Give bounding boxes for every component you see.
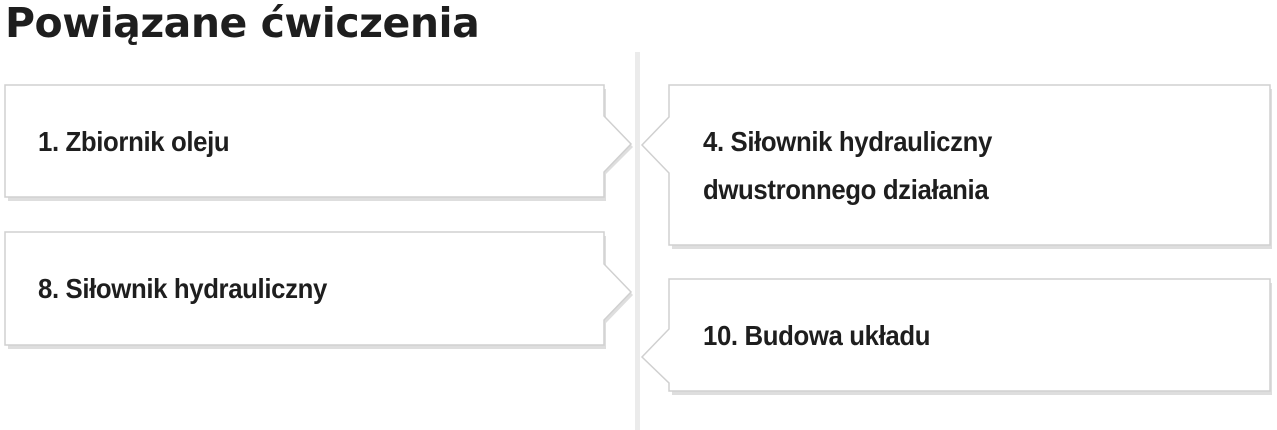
- exercise-label: 1. Zbiornik oleju: [38, 126, 230, 157]
- section-title: Powiązane ćwiczenia: [5, 0, 480, 47]
- exercise-card-10[interactable]: 10. Budowa układu: [637, 274, 1277, 399]
- exercise-card-4[interactable]: 4. Siłownik hydrauliczny dwustronnego dz…: [637, 80, 1277, 252]
- exercise-card-8[interactable]: 8. Siłownik hydrauliczny: [0, 227, 640, 352]
- card-arrow-left-shape: [640, 84, 1272, 249]
- exercise-label-line2: dwustronnego działania: [703, 174, 989, 205]
- exercise-card-1[interactable]: 1. Zbiornik oleju: [0, 80, 640, 205]
- exercise-label-line1: 4. Siłownik hydrauliczny: [703, 126, 992, 157]
- exercise-label: 8. Siłownik hydrauliczny: [38, 273, 327, 304]
- exercise-label: 10. Budowa układu: [703, 320, 931, 351]
- timeline-divider: [635, 52, 640, 430]
- card-arrow-left-shape: [640, 278, 1272, 395]
- card-arrow-right-shape: [4, 231, 633, 349]
- card-arrow-right-shape: [4, 84, 633, 201]
